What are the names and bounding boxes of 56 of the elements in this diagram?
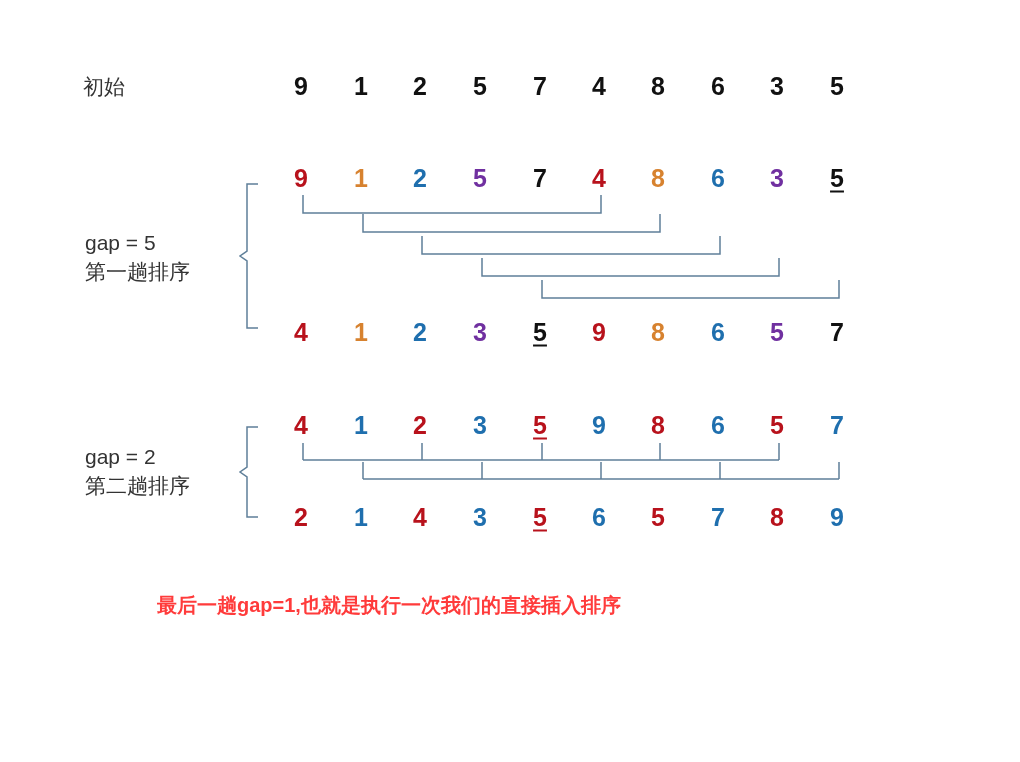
- number-label: 5: [770, 319, 784, 345]
- number-label: 4: [294, 319, 308, 345]
- number-label: 6: [711, 319, 725, 345]
- number-label: 1: [354, 165, 368, 191]
- number-label: 2: [413, 319, 427, 345]
- number-label: 3: [770, 73, 784, 99]
- number-label: 5: [830, 73, 844, 99]
- number-label: 4: [592, 165, 606, 191]
- number-label: 4: [592, 73, 606, 99]
- number-label: 8: [651, 73, 665, 99]
- number-label: 4: [294, 412, 308, 438]
- number-label: 8: [651, 319, 665, 345]
- number-label: 2: [413, 73, 427, 99]
- number-label: 2: [413, 412, 427, 438]
- number-label: 5: [473, 165, 487, 191]
- number-label: 2: [294, 504, 308, 530]
- number-label: 1: [354, 504, 368, 530]
- number-label: 5: [533, 504, 547, 530]
- pass-label: 第一趟排序: [85, 260, 190, 282]
- number-label: 9: [294, 73, 308, 99]
- gap-label: gap = 5: [85, 231, 156, 253]
- number-label: 3: [473, 504, 487, 530]
- number-label: 6: [711, 412, 725, 438]
- number-label: 5: [830, 165, 844, 191]
- gap-label: gap = 2: [85, 445, 156, 467]
- number-label: 6: [711, 165, 725, 191]
- number-label: 5: [533, 319, 547, 345]
- number-label: 7: [533, 73, 547, 99]
- number-label: 1: [354, 319, 368, 345]
- note-text: 最后一趟gap=1,也就是执行一次我们的直接插入排序: [157, 595, 621, 615]
- number-label: 9: [592, 412, 606, 438]
- number-label: 8: [651, 165, 665, 191]
- number-label: 9: [592, 319, 606, 345]
- pass-label: 第二趟排序: [85, 474, 190, 496]
- number-label: 1: [354, 412, 368, 438]
- number-label: 7: [830, 319, 844, 345]
- number-label: 9: [830, 504, 844, 530]
- number-label: 5: [651, 504, 665, 530]
- number-label: 6: [711, 73, 725, 99]
- number-label: 3: [473, 319, 487, 345]
- number-label: 7: [711, 504, 725, 530]
- number-label: 4: [413, 504, 427, 530]
- number-label: 2: [413, 165, 427, 191]
- number-label: 9: [294, 165, 308, 191]
- number-label: 5: [533, 412, 547, 438]
- number-label: 5: [473, 73, 487, 99]
- number-label: 5: [770, 412, 784, 438]
- number-label: 7: [830, 412, 844, 438]
- number-label: 8: [651, 412, 665, 438]
- number-label: 1: [354, 73, 368, 99]
- number-label: 3: [770, 165, 784, 191]
- number-label: 3: [473, 412, 487, 438]
- row-label: 初始: [83, 75, 125, 97]
- number-label: 6: [592, 504, 606, 530]
- number-label: 8: [770, 504, 784, 530]
- number-label: 7: [533, 165, 547, 191]
